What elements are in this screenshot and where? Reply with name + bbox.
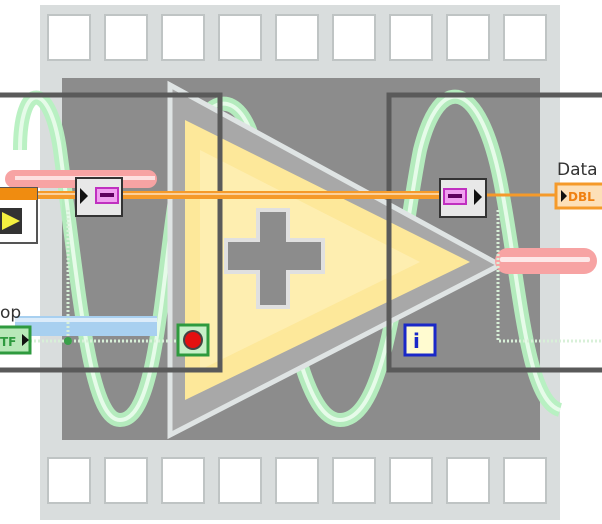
svg-text:TF: TF: [0, 335, 16, 349]
right-panel: [560, 92, 602, 372]
film-holes-top: [47, 14, 547, 61]
queue-node-left[interactable]: [75, 177, 123, 217]
vi-icon: [2, 212, 20, 230]
queue-node-right[interactable]: [439, 178, 487, 218]
film-holes-bottom: [47, 457, 547, 504]
plus-icon: [224, 208, 325, 309]
svg-text:DBL: DBL: [568, 190, 595, 204]
boolean-wire-right: [496, 210, 602, 343]
while-loop-right: [386, 92, 602, 373]
while-loop-left: [0, 92, 223, 373]
stop-control-label: op: [0, 303, 21, 323]
svg-text:i: i: [413, 329, 420, 353]
iteration-terminal-icon: i: [403, 323, 437, 357]
boolean-wire-left: [30, 210, 180, 343]
stop-control-terminal[interactable]: TF: [0, 325, 32, 355]
data-indicator-label: Data: [557, 160, 598, 180]
stop-button-icon[interactable]: [176, 323, 210, 357]
data-indicator-terminal[interactable]: DBL: [554, 182, 602, 210]
